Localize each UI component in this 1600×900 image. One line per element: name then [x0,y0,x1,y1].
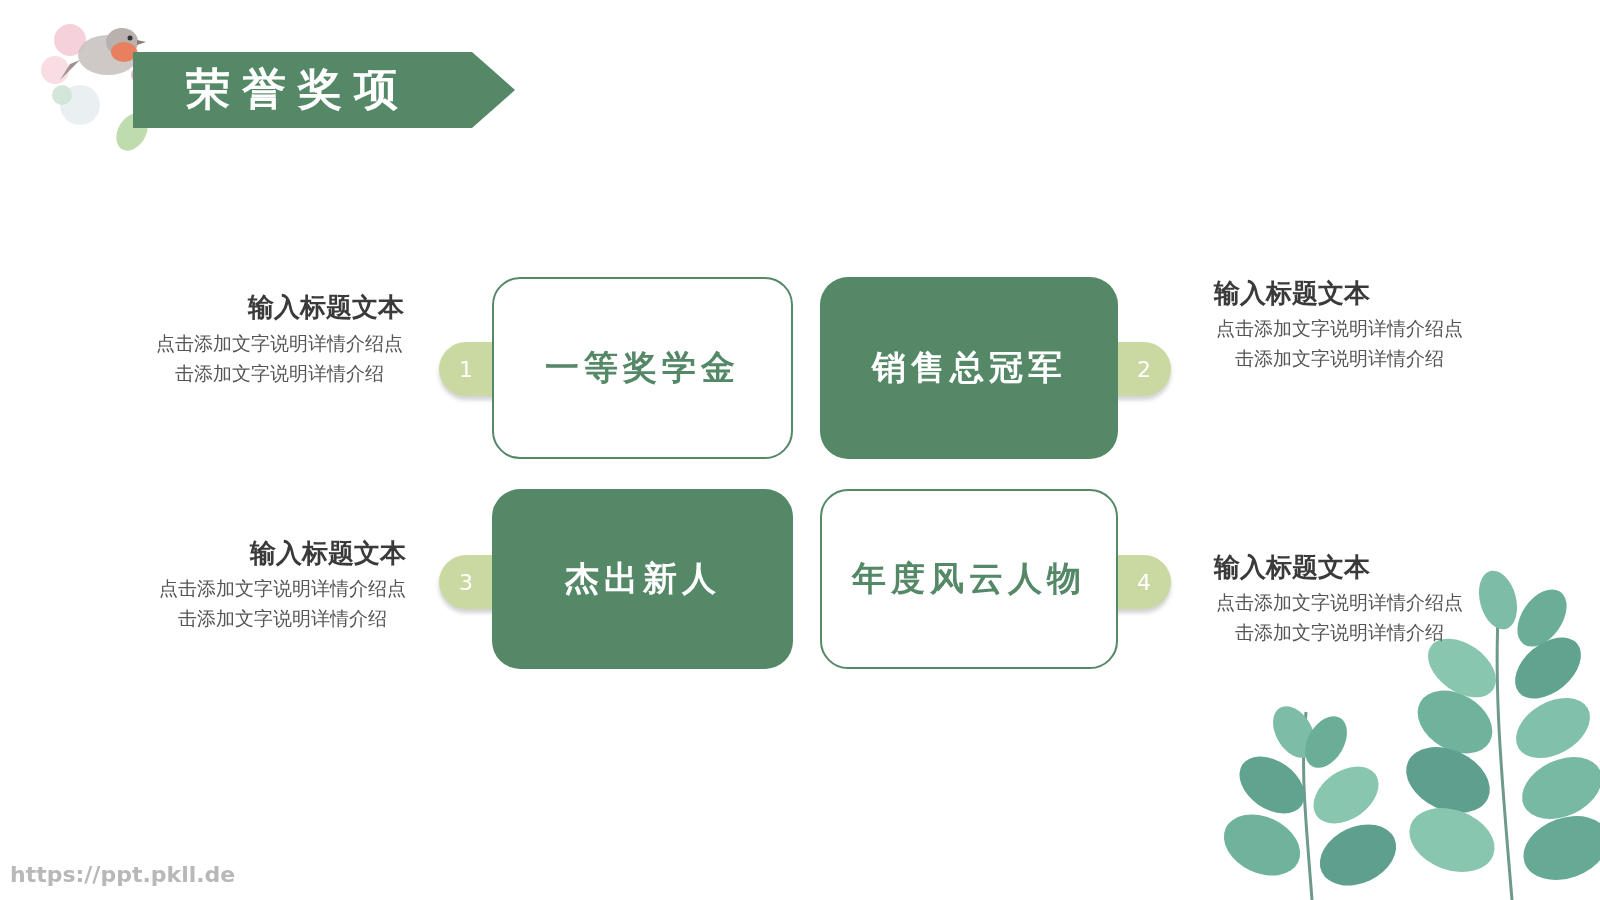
award-box: 年度风云人物 [820,489,1118,669]
number-tab: 2 [1111,342,1171,396]
watermark: https://ppt.pkll.de [10,862,235,887]
award-name: 年度风云人物 [852,556,1086,602]
award-box: 销售总冠军 [820,277,1118,459]
award-box: 一等奖学金 [492,277,793,459]
item-heading: 输入标题文本 [1214,550,1534,584]
leaf-illustration [1214,566,1600,900]
item-description: 点击添加文字说明详情介绍点 击添加文字说明详情介绍 [150,573,414,633]
title-banner [133,52,515,128]
callout-number: 3 [459,570,473,595]
number-tab: 3 [439,555,499,609]
item-description: 点击添加文字说明详情介绍点 击添加文字说明详情介绍 [1207,587,1471,647]
award-name: 销售总冠军 [872,345,1067,391]
item-heading: 输入标题文本 [86,536,406,570]
item-heading: 输入标题文本 [1214,276,1534,310]
item-heading: 输入标题文本 [84,290,404,324]
callout-number: 4 [1137,570,1151,595]
number-tab: 1 [439,342,499,396]
slide-title: 荣誉奖项 [186,62,410,116]
item-description: 点击添加文字说明详情介绍点 击添加文字说明详情介绍 [1207,313,1471,373]
award-name: 一等奖学金 [545,345,740,391]
item-description: 点击添加文字说明详情介绍点 击添加文字说明详情介绍 [147,328,411,388]
callout-number: 2 [1137,357,1151,382]
award-box: 杰出新人 [492,489,793,669]
number-tab: 4 [1111,555,1171,609]
callout-number: 1 [459,357,473,382]
award-name: 杰出新人 [565,556,721,602]
